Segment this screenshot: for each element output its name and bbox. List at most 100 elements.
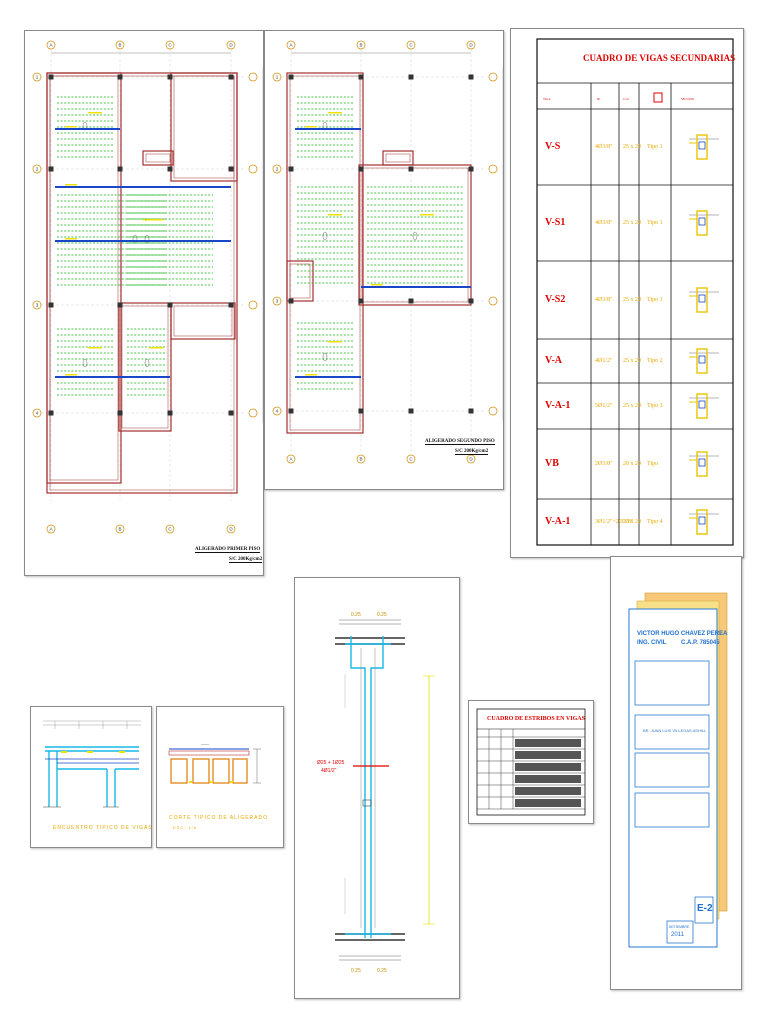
wall-inner [289,75,361,431]
beam-row-type: Tipo 4 [647,519,663,525]
beam-row-steel: 5Ø1/2" [595,403,613,409]
column [408,74,414,80]
title-sheet-number: E-2 [697,903,713,914]
axis-number: 4 [36,411,39,416]
beam-row-size: 25 x 20 [623,297,641,303]
slab-arrow [82,358,88,368]
svg-text:——: —— [201,741,209,746]
slab-arrow [322,352,328,362]
title-cap-number: C.A.P. 785045 [681,640,720,646]
beam-rebar [65,126,77,128]
beam-row-type: Tipo 3 [647,403,663,409]
axis-letter: C [168,43,172,48]
beam-rebar [305,374,317,376]
axis-bubble [488,164,498,174]
beam-row-type: Tipo 2 [647,358,663,364]
column [228,166,234,172]
section-beam-outline [696,348,708,374]
beam-table-grid [536,38,734,546]
sheet-detail-beam-joint: ENCUENTRO TIPICO DE VIGAS [30,706,152,848]
rebar-mark [328,112,342,114]
beam-row-name: V-S2 [545,294,566,305]
column [468,166,474,172]
beam-rebar [65,184,77,186]
column [358,74,364,80]
beam-row-steel: 4Ø3/8" [595,220,613,226]
axis-bubble [226,524,236,534]
column [117,166,123,172]
column [48,74,54,80]
sheet-title-block: VICTOR HUGO CHAVEZ PEREA ING. CIVIL C.A.… [610,556,742,990]
beam-table-header-steel: Ø1 [597,97,601,101]
wall [142,150,174,166]
axis-letter: C [409,457,413,462]
wall [286,260,314,302]
wall-inner [173,75,235,179]
axis-letter: C [409,43,413,48]
title-year: 2011 [671,932,684,938]
axis-bubble [488,296,498,306]
axis-letter: D [469,43,473,48]
beam-row-type: Tipo 1 [647,220,663,226]
rebar-mark [88,347,102,349]
title-profession: ING. CIVIL [637,640,667,646]
slab-arrow [144,358,150,368]
axis-letter: A [289,457,292,462]
axis-letter: D [469,457,473,462]
stirrup-table-grid [476,708,586,816]
beam-row-size: 25 x 20 [623,220,641,226]
axis-letter: B [118,527,121,532]
beam-rebar [65,238,77,240]
beam-row-name: V-A-1 [545,400,571,411]
slab-section-caption: CORTE TIPICO DE ALIGERADO [169,815,268,821]
axis-letter: C [168,527,172,532]
column-dim-top-right: 0.25 [377,612,387,618]
beam-row-name: V-S1 [545,217,566,228]
axis-letter: A [289,43,292,48]
axis-bubble [488,406,498,416]
floor-plan-1-title: ALIGERADO PRIMER PISO [195,547,261,553]
beam-row-steel: 4Ø1/2" [595,358,613,364]
sheet-detail-slab-section: —— CORTE TIPICO DE ALIGERADO ESC: 1/5 [156,706,284,848]
column [358,166,364,172]
title-date-label: SETIEMBRE [669,925,690,929]
wall-inner [361,167,469,303]
section-beam-outline [696,210,708,236]
axis-number: 4 [276,409,279,414]
axis-bubble [248,300,258,310]
beam-row-size: 20 x 20 [623,461,641,467]
column [288,74,294,80]
wall-inner [145,153,171,163]
column [117,74,123,80]
column [167,74,173,80]
axis-bubble [488,72,498,82]
axis-letter: D [229,43,233,48]
floor-plan-2-title: ALIGERADO SEGUNDO PISO [425,439,495,445]
wall-inner [173,305,233,337]
rebar-mark [88,112,102,114]
column [358,408,364,414]
axis-letter: A [49,43,52,48]
axis-bubble [46,524,56,534]
beam-rebar [65,374,77,376]
column-dim-top-left: 0.25 [351,612,361,618]
axis-letter: B [359,43,362,48]
axis-bubble [356,454,366,464]
wall [358,164,472,306]
axis-letter: D [229,527,233,532]
column [117,410,123,416]
column [228,74,234,80]
beam-row-type: Tipo 1 [647,144,663,150]
rebar-mark [328,214,342,216]
column-dim-bottom-right: 0.25 [377,968,387,974]
beam-table-frame [536,38,734,546]
slab-arrow [412,231,418,241]
section-beam-outline [696,393,708,419]
slab-arrow [144,234,150,244]
wall [382,150,414,166]
column [167,410,173,416]
